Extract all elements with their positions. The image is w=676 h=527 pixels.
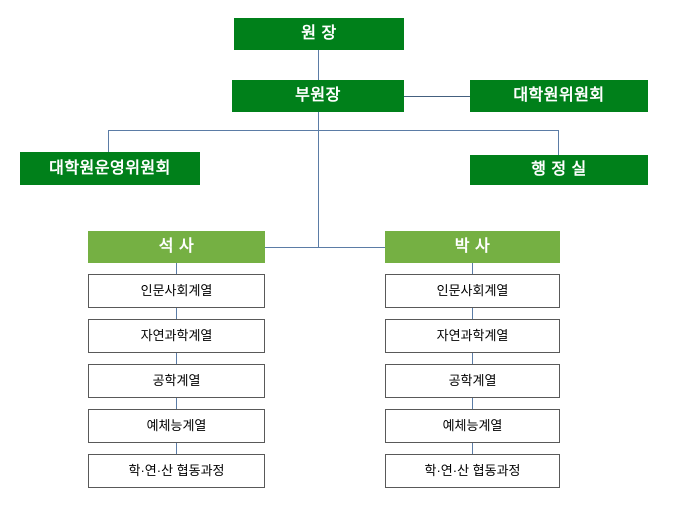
connector-doctorate-2	[472, 308, 473, 321]
node-doctorate[interactable]: 박 사	[385, 231, 560, 263]
node-graduate-committee[interactable]: 대학원위원회	[470, 80, 648, 112]
connector-doctorate-3	[472, 353, 473, 366]
node-doctorate-program-4[interactable]: 예체능계열	[385, 409, 560, 443]
connector-masters-1	[176, 263, 177, 274]
connector-masters-5	[176, 443, 177, 456]
node-masters-program-3[interactable]: 공학계열	[88, 364, 265, 398]
node-doctorate-program-5[interactable]: 학·연·산 협동과정	[385, 454, 560, 488]
connector-vice-stem	[318, 112, 319, 247]
node-vice-director[interactable]: 부원장	[232, 80, 404, 112]
connector-bus-to-operating-committee	[108, 130, 109, 152]
node-masters-program-1[interactable]: 인문사회계열	[88, 274, 265, 308]
node-masters-program-4[interactable]: 예체능계열	[88, 409, 265, 443]
node-doctorate-program-3[interactable]: 공학계열	[385, 364, 560, 398]
node-administration-office[interactable]: 행 정 실	[470, 155, 648, 185]
connector-director-to-vice	[318, 50, 319, 80]
connector-masters-4	[176, 398, 177, 411]
node-masters[interactable]: 석 사	[88, 231, 265, 263]
node-operating-committee[interactable]: 대학원운영위원회	[20, 152, 200, 185]
node-director[interactable]: 원 장	[234, 18, 404, 50]
connector-masters-3	[176, 353, 177, 366]
connector-degree-bus	[265, 247, 385, 248]
connector-masters-2	[176, 308, 177, 321]
connector-committee-bus	[108, 130, 559, 131]
connector-vice-to-graduate-committee	[404, 96, 470, 97]
connector-bus-to-administration	[558, 130, 559, 155]
node-masters-program-5[interactable]: 학·연·산 협동과정	[88, 454, 265, 488]
node-masters-program-2[interactable]: 자연과학계열	[88, 319, 265, 353]
connector-doctorate-5	[472, 443, 473, 456]
node-doctorate-program-2[interactable]: 자연과학계열	[385, 319, 560, 353]
connector-doctorate-1	[472, 263, 473, 274]
node-doctorate-program-1[interactable]: 인문사회계열	[385, 274, 560, 308]
connector-doctorate-4	[472, 398, 473, 411]
